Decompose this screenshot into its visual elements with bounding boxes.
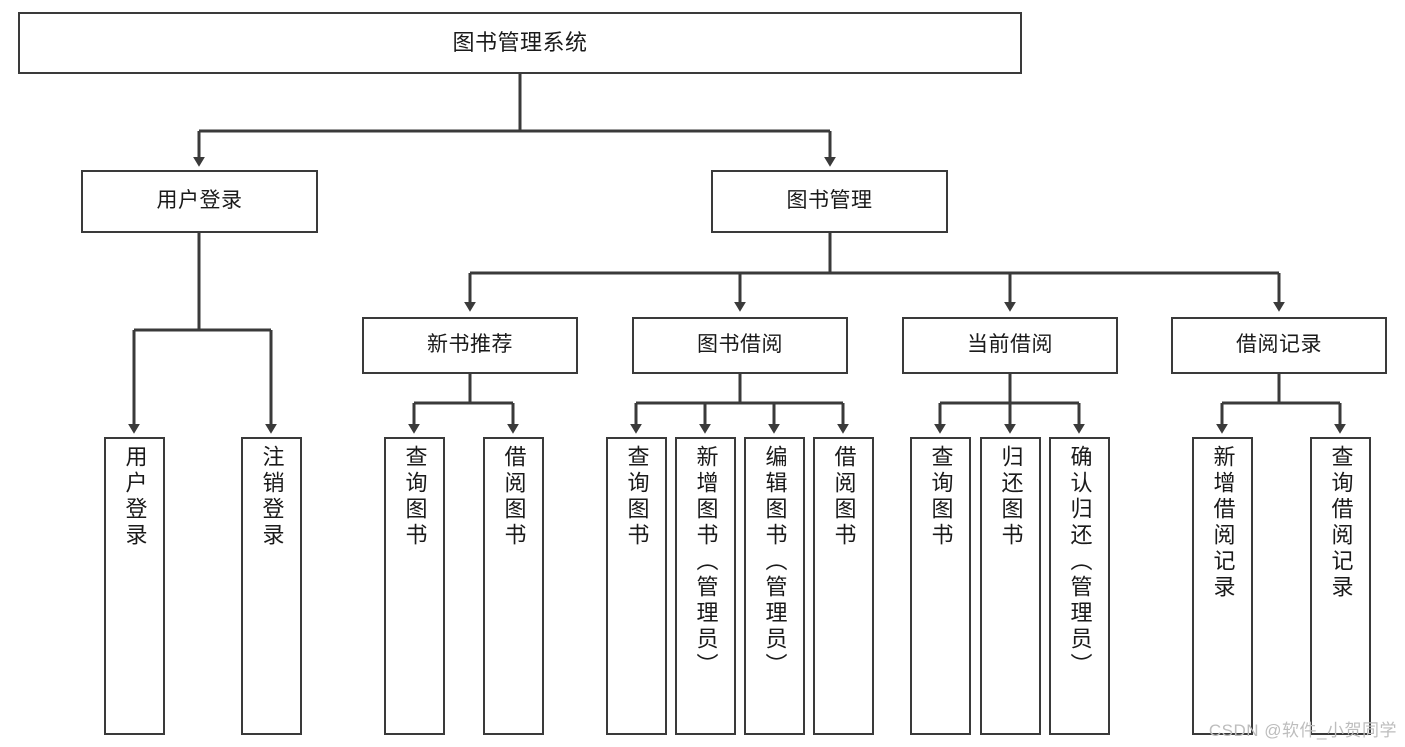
leaf-borrow-add-book-admin[interactable]: 新增图书（管理员） [675,437,736,735]
node-label: 查询图书 [624,445,650,549]
node-root-library-system[interactable]: 图书管理系统 [18,12,1022,74]
node-label: 确认归还（管理员） [1067,445,1093,679]
node-user-login[interactable]: 用户登录 [81,170,318,233]
leaf-recommend-query-book[interactable]: 查询图书 [384,437,445,735]
node-label: 图书管理系统 [452,30,588,56]
leaf-borrow-query-book[interactable]: 查询图书 [606,437,667,735]
node-new-book-recommend[interactable]: 新书推荐 [362,317,578,374]
node-label: 查询图书 [402,445,428,549]
node-label: 归还图书 [998,445,1024,549]
leaf-user-login-login[interactable]: 用户登录 [104,437,165,735]
leaf-recommend-borrow-book[interactable]: 借阅图书 [483,437,544,735]
leaf-borrow-edit-book-admin[interactable]: 编辑图书（管理员） [744,437,805,735]
leaf-record-query-record[interactable]: 查询借阅记录 [1310,437,1371,735]
node-label: 用户登录 [122,445,148,549]
node-label: 借阅记录 [1236,333,1322,357]
leaf-borrow-borrow-book[interactable]: 借阅图书 [813,437,874,735]
leaf-user-login-logout[interactable]: 注销登录 [241,437,302,735]
node-label: 借阅图书 [501,445,527,549]
csdn-watermark: CSDN @软件_小贺同学 [1208,721,1397,740]
node-label: 查询借阅记录 [1328,445,1354,601]
node-label: 注销登录 [259,445,285,549]
node-label: 用户登录 [156,189,243,213]
node-label: 新书推荐 [427,333,513,357]
node-label: 编辑图书（管理员） [762,445,788,679]
node-label: 新增借阅记录 [1210,445,1236,601]
leaf-current-return-book[interactable]: 归还图书 [980,437,1041,735]
node-label: 当前借阅 [967,333,1053,357]
node-current-borrow[interactable]: 当前借阅 [902,317,1118,374]
node-label: 图书借阅 [697,333,783,357]
node-borrow-record[interactable]: 借阅记录 [1171,317,1387,374]
node-book-management[interactable]: 图书管理 [711,170,948,233]
node-label: 借阅图书 [831,445,857,549]
leaf-current-query-book[interactable]: 查询图书 [910,437,971,735]
node-book-borrow[interactable]: 图书借阅 [632,317,848,374]
leaf-record-add-record[interactable]: 新增借阅记录 [1192,437,1253,735]
node-label: 查询图书 [928,445,954,549]
node-label: 图书管理 [786,189,873,213]
leaf-current-confirm-return-admin[interactable]: 确认归还（管理员） [1049,437,1110,735]
node-label: 新增图书（管理员） [693,445,719,679]
